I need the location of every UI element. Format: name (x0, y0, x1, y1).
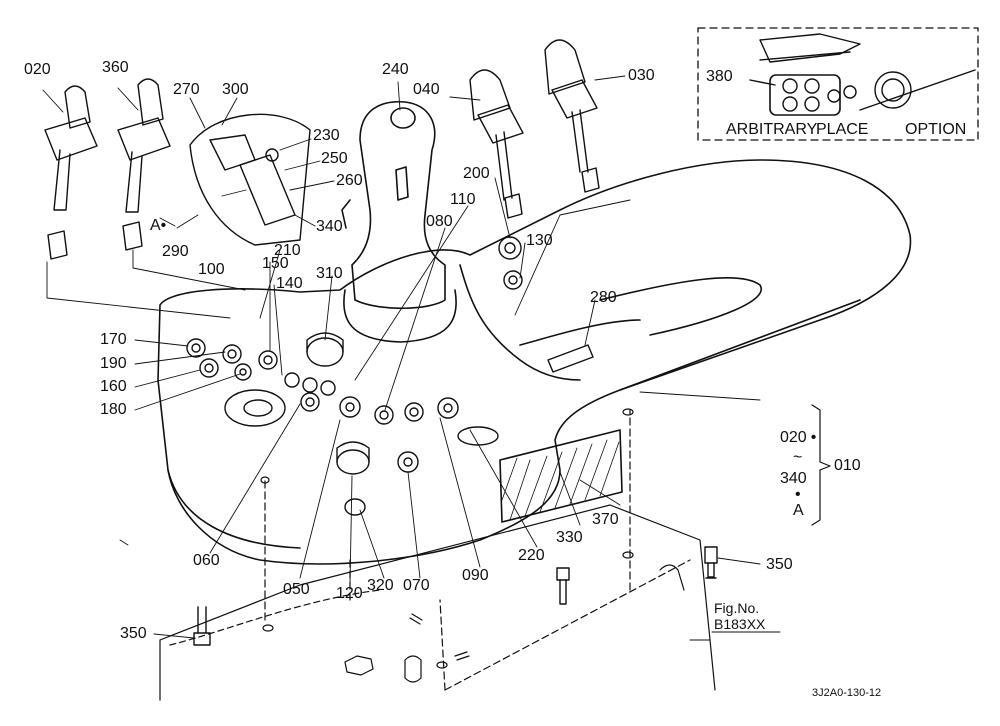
part-label-150: 150 (262, 255, 289, 272)
marker-A: A• (150, 218, 166, 234)
part-label-180: 180 (100, 401, 127, 418)
part-label-320: 320 (367, 577, 394, 594)
part-label-240: 240 (382, 61, 409, 78)
panel-370-hatch (501, 439, 620, 521)
base-frame (159, 408, 716, 701)
part-label-260: 260 (336, 172, 363, 189)
range-end-340: 340 (780, 470, 807, 487)
part-label-050: 050 (283, 581, 310, 598)
part-label-250: 250 (321, 150, 348, 167)
part-label-200: 200 (463, 165, 490, 182)
part-label-230: 230 (313, 127, 340, 144)
part-label-350-left: 350 (120, 625, 147, 642)
switch-modules (44, 39, 600, 260)
range-end-A: A (793, 502, 804, 519)
part-label-090: 090 (462, 567, 489, 584)
part-label-270: 270 (173, 81, 200, 98)
bolt-350-right (704, 546, 718, 579)
inset-label-380: 380 (706, 68, 733, 85)
part-label-040: 040 (413, 81, 440, 98)
bolt-center (556, 567, 570, 605)
range-bracket-010 (811, 404, 831, 526)
console-buttons (186, 236, 594, 516)
part-label-300: 300 (222, 81, 249, 98)
part-label-030: 030 (628, 67, 655, 84)
inset-box (697, 27, 979, 141)
joystick-240 (341, 100, 457, 343)
part-label-130: 130 (526, 232, 553, 249)
inset-caption-place: PLACE (816, 121, 869, 138)
part-label-340: 340 (316, 218, 343, 235)
part-label-120: 120 (336, 585, 363, 602)
part-label-060: 060 (193, 552, 220, 569)
side-grip-part (189, 113, 311, 246)
fig-ref-line2: B183XX (714, 616, 766, 632)
part-label-070: 070 (403, 577, 430, 594)
marker-A-letter: A (150, 217, 161, 234)
part-label-140: 140 (276, 275, 303, 292)
part-label-310: 310 (316, 265, 343, 282)
part-label-280: 280 (590, 289, 617, 306)
fig-ref-line1: Fig.No. (714, 600, 760, 616)
part-label-350-right: 350 (766, 556, 793, 573)
part-label-020: 020 (24, 61, 51, 78)
part-label-330: 330 (556, 529, 583, 546)
inset-caption-option: OPTION (905, 121, 967, 138)
part-label-360: 360 (102, 59, 129, 76)
part-label-370: 370 (592, 511, 619, 528)
range-dot-top: • (810, 429, 817, 446)
part-label-220: 220 (518, 547, 545, 564)
range-tilde: ~ (793, 449, 803, 466)
part-label-080: 080 (426, 213, 453, 230)
part-label-210: 210 (274, 242, 301, 259)
range-start-020-number: 020 (780, 429, 807, 446)
part-label-160: 160 (100, 378, 127, 395)
range-dot-bottom: • (795, 486, 801, 503)
part-label-190: 190 (100, 355, 127, 372)
part-label-290: 290 (162, 243, 189, 260)
part-label-100: 100 (198, 261, 225, 278)
console-body (157, 159, 912, 565)
part-label-170: 170 (100, 331, 127, 348)
marker-A-dot: • (160, 217, 167, 234)
drawing-code: 3J2A0-130-12 (812, 687, 882, 699)
part-label-110: 110 (450, 191, 476, 208)
bolt-350-left (193, 606, 211, 646)
leader-lines (42, 75, 761, 641)
part-label-010: 010 (834, 457, 861, 474)
inset-caption-arbitrary: ARBITRARY (726, 121, 818, 138)
range-start-020: 020• (780, 430, 816, 446)
